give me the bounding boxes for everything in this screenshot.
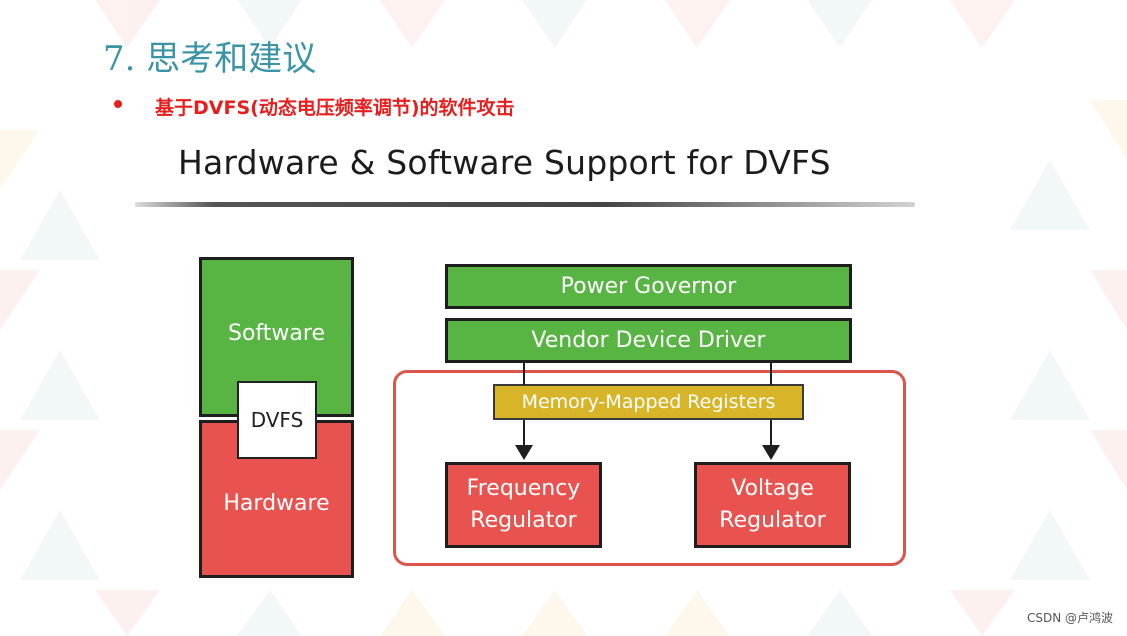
bullet-text: 基于DVFS(动态电压频率调节)的软件攻击	[155, 97, 515, 119]
dvfs-block: DVFS	[237, 381, 317, 459]
power-governor-block: Power Governor	[445, 264, 852, 309]
vendor-device-driver-label: Vendor Device Driver	[531, 328, 766, 353]
voltage-arrowhead	[762, 445, 780, 460]
bullet-dot	[114, 100, 122, 108]
voltage-regulator-line2: Regulator	[719, 508, 826, 533]
memory-mapped-registers-block: Memory-Mapped Registers	[493, 384, 804, 420]
dvfs-label: DVFS	[250, 408, 304, 432]
frequency-regulator-block: Frequency Regulator	[445, 462, 602, 548]
watermark: CSDN @卢鸿波	[1026, 611, 1113, 625]
vendor-device-driver-block: Vendor Device Driver	[445, 318, 852, 363]
diagram-heading: Hardware & Software Support for DVFS	[178, 143, 831, 182]
power-governor-label: Power Governor	[560, 274, 737, 299]
voltage-regulator-line1: Voltage	[731, 476, 814, 501]
voltage-regulator-block: Voltage Regulator	[694, 462, 851, 548]
hardware-label: Hardware	[223, 490, 330, 516]
software-label: Software	[228, 320, 325, 346]
frequency-arrowhead	[515, 445, 533, 460]
frequency-regulator-line1: Frequency	[466, 476, 581, 501]
frequency-regulator-line2: Regulator	[470, 508, 577, 533]
hardware-outline	[393, 370, 906, 566]
memory-mapped-registers-label: Memory-Mapped Registers	[521, 391, 776, 413]
slide-title: 7. 思考和建议	[103, 39, 317, 79]
heading-underline	[135, 202, 915, 207]
